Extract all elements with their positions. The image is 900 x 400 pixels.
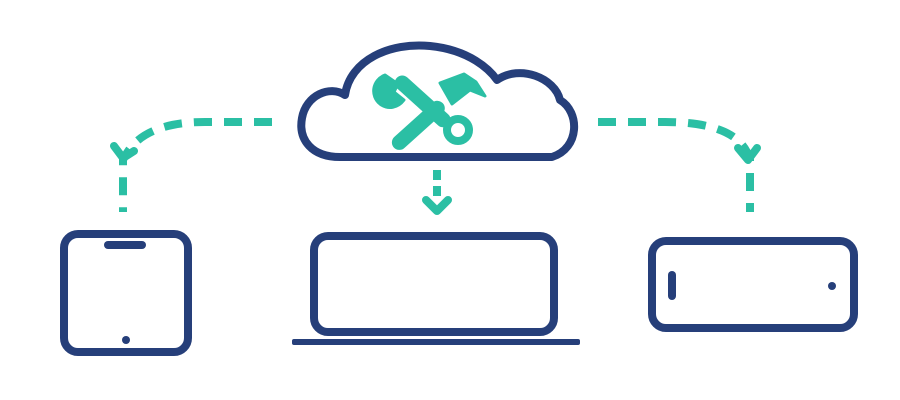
laptop-screen xyxy=(310,232,558,336)
smartphone-home-button xyxy=(122,336,130,344)
arrowhead-middle xyxy=(422,196,452,215)
cloud-icon xyxy=(297,41,578,161)
tablet-home-button xyxy=(828,282,836,290)
connector-right-path xyxy=(598,118,754,212)
laptop-icon xyxy=(310,232,558,336)
arrowhead-left xyxy=(110,142,138,162)
wrench-jaw xyxy=(372,73,406,109)
wrench-ring xyxy=(443,115,473,145)
connector-left-path xyxy=(119,118,272,212)
laptop-base xyxy=(292,339,580,345)
tools-icon xyxy=(372,72,487,150)
hammer-head xyxy=(438,72,487,106)
smartphone-icon xyxy=(60,230,192,356)
smartphone-body xyxy=(60,230,192,356)
wrench-shaft xyxy=(394,75,451,128)
tablet-body xyxy=(648,237,858,332)
tablet-icon xyxy=(648,237,858,332)
arrowhead-right xyxy=(734,144,761,164)
